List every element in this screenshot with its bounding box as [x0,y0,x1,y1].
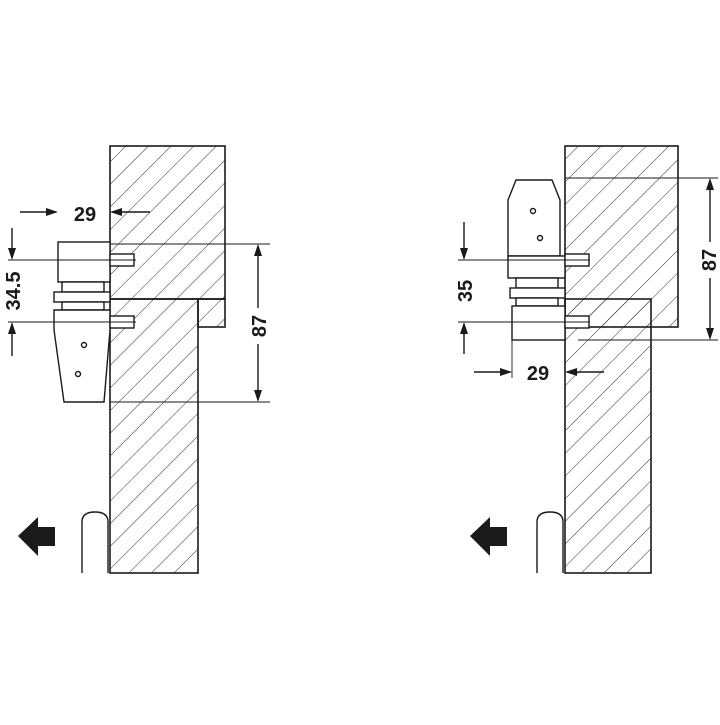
right-dim-87-arrow-bottom [706,328,714,340]
right-pivot-washer-lower [515,297,559,307]
right-closer-hole-1 [529,207,537,215]
right-dim-29-label: 29 [527,363,549,385]
left-dim-34-arrow-top [8,248,16,260]
left-pivot-washer-lower [61,301,105,311]
left-dim-34-arrow-bottom [8,322,16,334]
left-closer-hole-1 [80,341,88,349]
left-hinge-pin [81,511,109,573]
left-view: 29 34.5 87 [3,145,271,574]
right-dim-29-arrow-left [500,368,512,376]
right-dim-87-label-bg [698,242,720,278]
right-hinge-pin [536,511,564,573]
left-closer-body [53,309,111,403]
left-dim-87-label-bg [246,308,270,344]
right-mounting-plate [511,305,566,341]
right-dim-29-arrow-right [565,368,577,376]
left-frame-block [109,145,226,300]
left-closer-hole-2 [74,370,82,378]
left-arrow-icon [18,517,55,556]
right-pivot-ring [509,287,566,299]
right-pivot-washer [515,277,559,289]
right-arrow-icon [470,517,507,556]
right-door-leaf [564,298,652,574]
left-dim-29-arrow-left [46,208,58,216]
left-mounting-plate-upper [57,241,111,283]
right-dim-87-label: 87 [699,249,720,271]
left-dim-29-label: 29 [74,204,96,226]
right-dim-35-arrow-bottom [460,322,468,334]
right-dim-35-arrow-top [460,248,468,260]
right-closer-body [507,179,561,257]
right-view: 35 29 87 [455,145,720,574]
right-dim-35-label: 35 [455,280,477,302]
left-frame-step [197,298,226,328]
right-closer-hole-2 [536,234,544,242]
left-dim-87-arrow-bottom [254,390,262,402]
left-pivot-washer [61,281,105,293]
left-dim-29-arrow-right [110,208,122,216]
right-frame-block [564,145,679,328]
left-dim-87-label: 87 [249,315,271,337]
left-dim-34-label: 34.5 [3,272,25,311]
right-closer-base [507,255,566,279]
right-dim-87-arrow-top [706,178,714,190]
left-dim-87-arrow-top [254,244,262,256]
left-pivot-ring [53,291,111,303]
left-door-leaf [109,298,199,574]
